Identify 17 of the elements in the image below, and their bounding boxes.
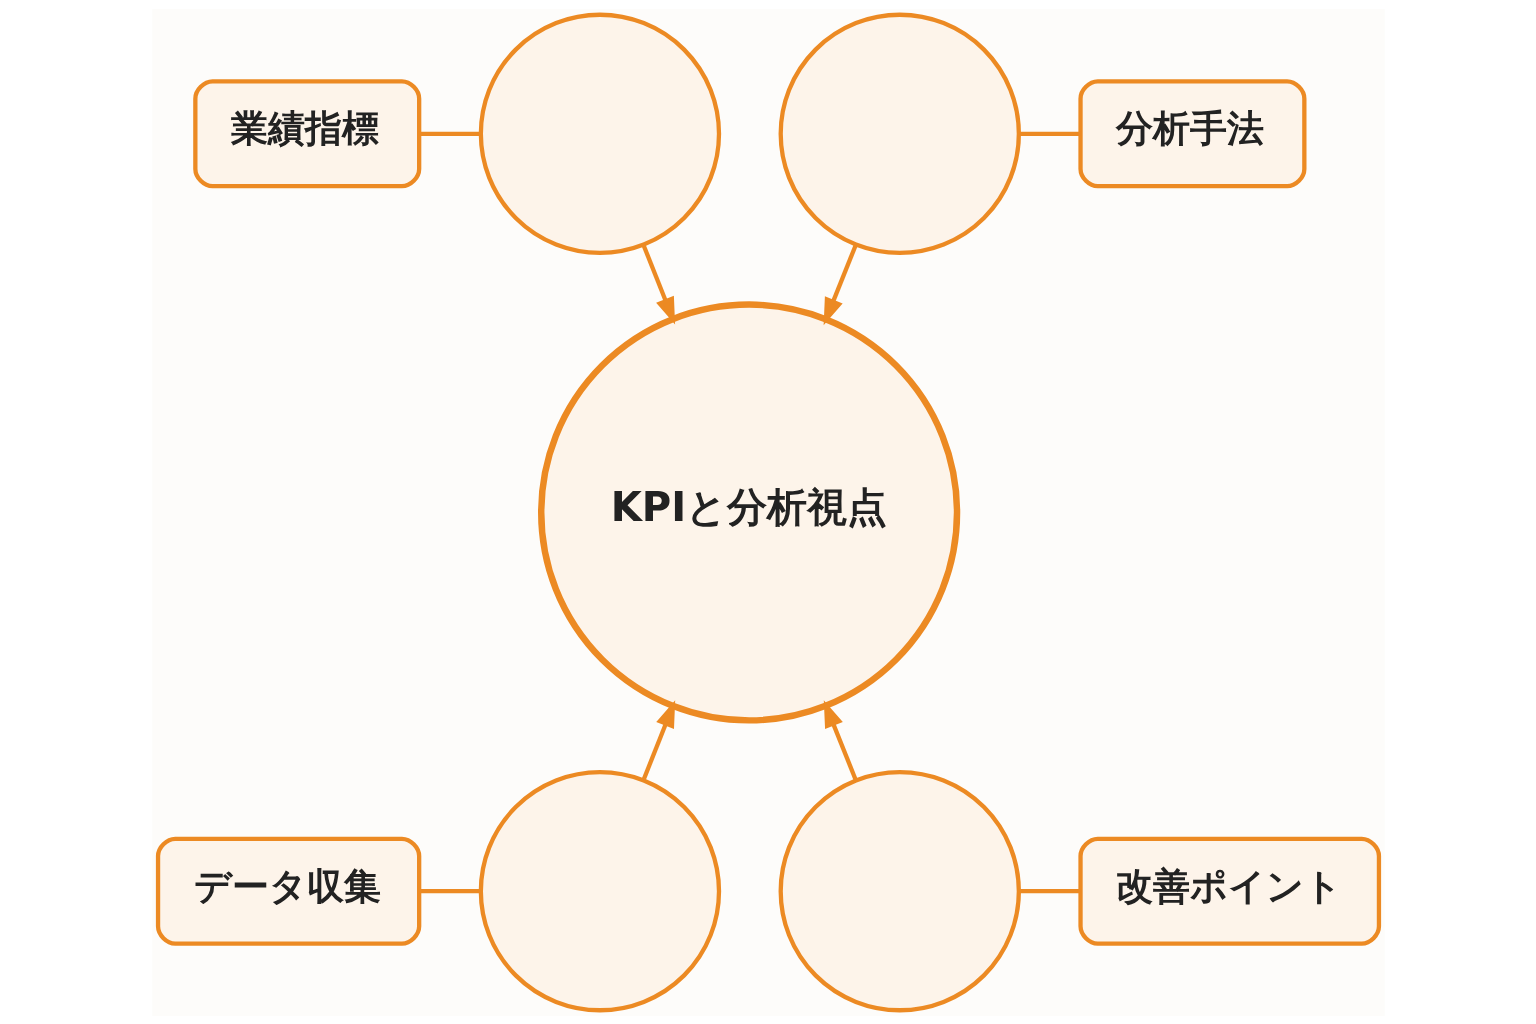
connector: [1018, 131, 1080, 136]
connector: [418, 888, 481, 893]
node-circle: [478, 12, 721, 255]
connector: [1018, 888, 1080, 893]
connector: [418, 131, 481, 136]
arrow: [641, 699, 675, 781]
node-circle: [778, 769, 1021, 1012]
node-circle: [778, 12, 1021, 255]
node-circle: KPIと分析視点: [537, 300, 960, 724]
node-circle: [478, 769, 721, 1012]
node-box: 分析手法: [1077, 78, 1306, 188]
arrow: [641, 243, 675, 325]
arrow: [823, 699, 858, 781]
node-box: 改善ポイント: [1077, 836, 1381, 946]
node-box: 業績指標: [192, 78, 421, 188]
arrow: [823, 243, 858, 325]
node-box: データ収集: [155, 836, 421, 946]
